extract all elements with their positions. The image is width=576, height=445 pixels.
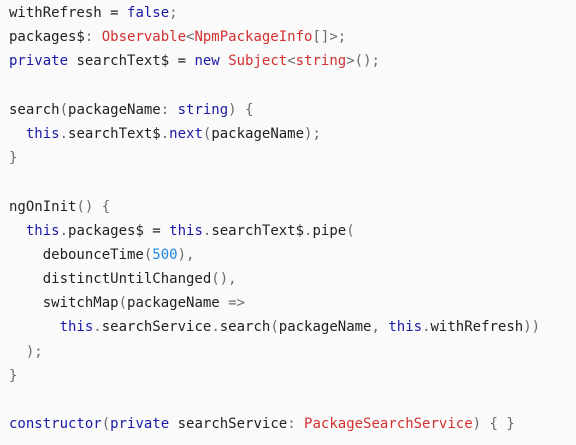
code-token bbox=[9, 126, 26, 142]
code-token: ( bbox=[270, 319, 279, 336]
code-token: Observable bbox=[101, 29, 187, 46]
code-token: ( bbox=[59, 101, 69, 118]
code-token: < bbox=[287, 53, 296, 70]
code-line: } bbox=[9, 364, 576, 388]
code-token: . bbox=[93, 319, 102, 336]
code-line: withRefresh = false; bbox=[9, 1, 576, 25]
code-token: => bbox=[219, 295, 246, 312]
code-token: ); bbox=[9, 343, 43, 360]
code-token: debounceTime bbox=[9, 246, 144, 263]
code-line: ​ bbox=[9, 388, 576, 412]
code-token: private bbox=[110, 416, 170, 433]
code-token: ; bbox=[169, 5, 178, 21]
code-line: search(packageName: string) { bbox=[9, 98, 576, 122]
code-token: packageName bbox=[278, 319, 372, 336]
code-token bbox=[9, 319, 60, 335]
code-token: search bbox=[9, 101, 60, 118]
code-token: ( bbox=[101, 416, 111, 433]
code-token: this bbox=[25, 222, 60, 239]
code-token: switchMap bbox=[9, 295, 119, 312]
code-token: new bbox=[194, 53, 220, 70]
code-token: string bbox=[295, 53, 347, 70]
code-token: ( bbox=[346, 222, 355, 239]
code-line: ngOnInit() { bbox=[9, 195, 576, 219]
code-line: ); bbox=[9, 340, 576, 364]
code-token: private bbox=[9, 53, 69, 70]
code-token: this bbox=[25, 125, 60, 142]
code-token: false bbox=[127, 5, 170, 21]
code-token: this bbox=[59, 319, 94, 336]
code-token: ) { bbox=[228, 101, 254, 118]
code-token: NpmPackageInfo bbox=[194, 29, 313, 46]
code-token: this bbox=[388, 319, 423, 336]
code-token: searchText$ = bbox=[68, 53, 195, 70]
code-token: . bbox=[211, 319, 220, 336]
code-token: : bbox=[160, 101, 178, 118]
code-line: ​ bbox=[9, 170, 576, 194]
code-token: . bbox=[59, 125, 69, 142]
code-token: search bbox=[219, 319, 271, 336]
code-token: , bbox=[371, 319, 389, 336]
code-token: searchText$ bbox=[68, 125, 161, 142]
code-token: . bbox=[422, 319, 431, 336]
code-line: this.searchText$.next(packageName); bbox=[9, 122, 576, 146]
code-line: constructor(private searchService: Packa… bbox=[9, 412, 576, 436]
code-line: this.packages$ = this.searchText$.pipe( bbox=[9, 219, 576, 243]
code-line: this.searchService.search(packageName, t… bbox=[9, 315, 576, 339]
code-token: packageName bbox=[68, 101, 161, 118]
code-line: switchMap(packageName => bbox=[9, 291, 576, 315]
code-token: ( bbox=[118, 295, 128, 312]
code-token: constructor bbox=[9, 416, 102, 433]
code-token: this bbox=[169, 222, 203, 239]
code-token: < bbox=[186, 29, 195, 46]
code-token: . bbox=[59, 222, 69, 239]
code-token: ( bbox=[143, 246, 153, 263]
code-token: (), bbox=[211, 271, 237, 288]
code-token: withRefresh = bbox=[9, 5, 128, 21]
code-line: debounceTime(500), bbox=[9, 243, 576, 267]
code-token: ); bbox=[304, 125, 321, 142]
code-token: distinctUntilChanged bbox=[9, 271, 212, 288]
code-token: . bbox=[160, 125, 170, 142]
code-token: ; bbox=[337, 29, 347, 46]
code-line: packages$: Observable<NpmPackageInfo[]>; bbox=[9, 25, 576, 49]
code-token: () { bbox=[76, 198, 111, 215]
code-token: Subject bbox=[228, 53, 288, 70]
code-token: pipe bbox=[312, 222, 347, 239]
code-line: private searchText$ = new Subject<string… bbox=[9, 49, 576, 73]
code-token: . bbox=[202, 222, 212, 239]
code-token: string bbox=[177, 101, 229, 118]
code-token: : bbox=[84, 29, 102, 46]
code-token: PackageSearchService bbox=[304, 416, 473, 433]
code-token: packages$ bbox=[9, 29, 85, 46]
code-token: ) { } bbox=[472, 416, 515, 433]
code-token: } bbox=[9, 150, 18, 167]
code-token: ngOnInit bbox=[9, 198, 77, 215]
code-token: : bbox=[287, 416, 305, 433]
code-token bbox=[9, 223, 26, 239]
code-token: )) bbox=[523, 319, 541, 336]
code-line: ​ bbox=[9, 74, 576, 98]
code-token: next bbox=[169, 125, 203, 142]
code-token: 500 bbox=[152, 246, 178, 263]
code-token: ( bbox=[202, 125, 212, 142]
code-token: searchText$ bbox=[211, 222, 305, 239]
code-line: } bbox=[9, 146, 576, 170]
code-token: >(); bbox=[346, 53, 380, 70]
code-token: withRefresh bbox=[430, 319, 524, 336]
code-token: []> bbox=[312, 29, 338, 46]
code-token: . bbox=[304, 222, 313, 239]
code-block: withRefresh = false;packages$: Observabl… bbox=[9, 1, 576, 436]
code-line: distinctUntilChanged(), bbox=[9, 267, 576, 291]
code-token: packageName bbox=[211, 125, 305, 142]
code-token: searchService bbox=[101, 319, 212, 336]
code-token: packages$ = bbox=[68, 222, 170, 239]
code-token: searchService bbox=[169, 416, 288, 433]
code-token bbox=[220, 53, 228, 69]
code-token: ), bbox=[177, 246, 195, 263]
code-token: } bbox=[9, 367, 18, 384]
code-token: packageName bbox=[127, 295, 220, 312]
